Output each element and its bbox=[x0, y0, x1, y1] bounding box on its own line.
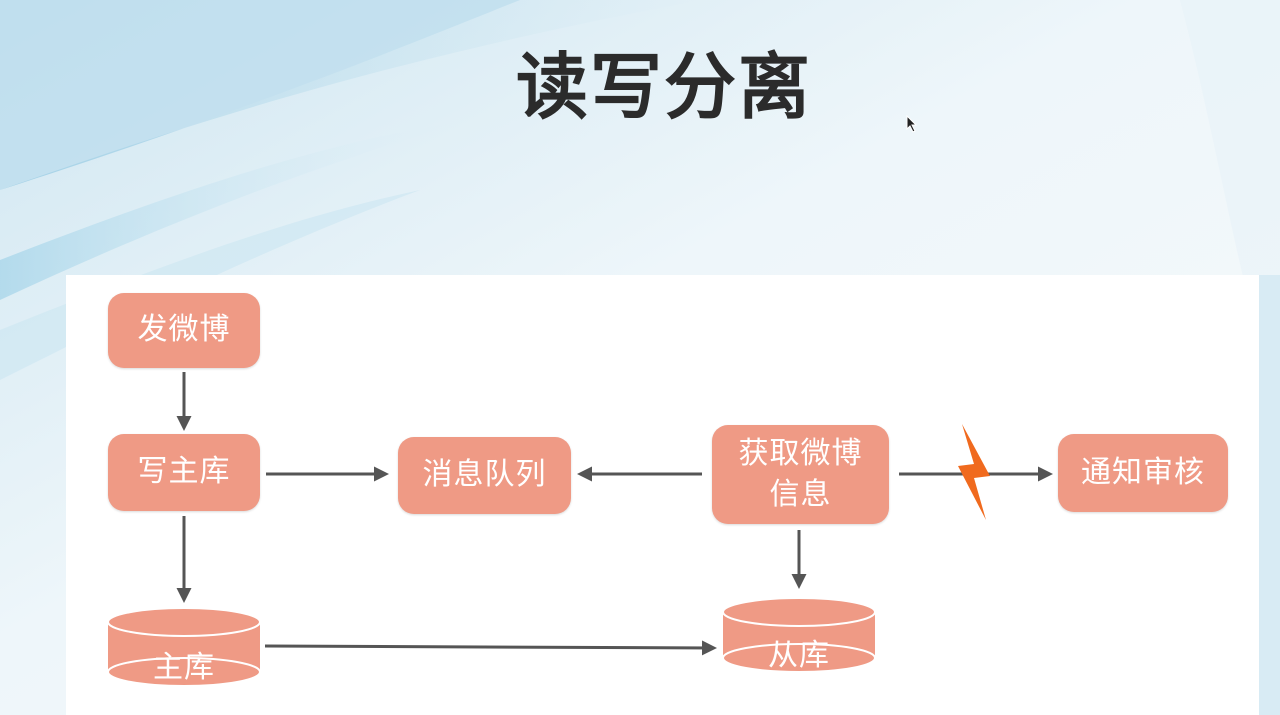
node-notify-review: 通知审核 bbox=[1058, 434, 1228, 512]
node-message-queue-label: 消息队列 bbox=[422, 457, 547, 493]
db-master-label: 主库 bbox=[153, 650, 215, 685]
node-notify-review-label: 通知审核 bbox=[1081, 454, 1205, 490]
node-fetch-weibo: 获取微博 信息 bbox=[712, 425, 889, 524]
node-fetch-weibo-label-line1: 获取微博 bbox=[738, 436, 863, 471]
node-post-weibo-label: 发微博 bbox=[137, 312, 231, 348]
node-write-master-label: 写主库 bbox=[137, 454, 231, 490]
mouse-cursor-icon bbox=[906, 115, 918, 133]
node-write-master: 写主库 bbox=[108, 434, 260, 511]
db-slave-label: 从库 bbox=[768, 638, 830, 673]
node-post-weibo: 发微博 bbox=[108, 293, 260, 368]
node-message-queue: 消息队列 bbox=[398, 437, 571, 514]
slide-title: 读写分离 bbox=[515, 45, 812, 129]
node-fetch-weibo-label-line2: 信息 bbox=[769, 476, 832, 512]
